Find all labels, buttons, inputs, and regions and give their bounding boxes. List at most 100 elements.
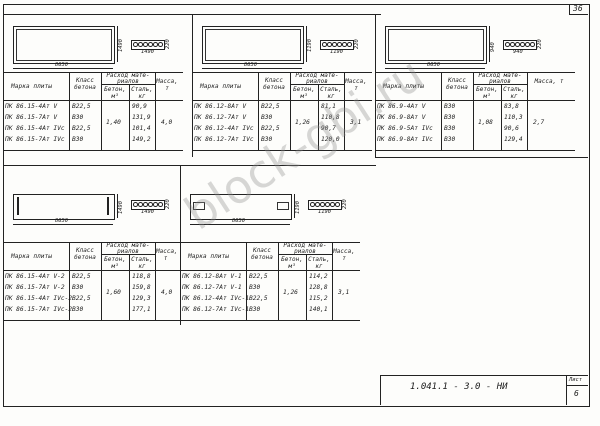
table-rule xyxy=(180,320,360,321)
length-dimension-line xyxy=(13,224,113,225)
void-icon xyxy=(520,42,525,47)
table-rule xyxy=(129,84,130,150)
table-rule xyxy=(3,150,183,151)
divider xyxy=(375,157,588,158)
section-height-dimension: 220 xyxy=(165,199,171,209)
row-steel: 110,8 xyxy=(321,114,340,121)
width-dimension: 940 xyxy=(490,42,496,52)
void-icon xyxy=(337,42,342,47)
void-icon xyxy=(143,42,148,47)
plate-end-mark xyxy=(17,197,19,215)
row-steel: 90,6 xyxy=(504,125,519,132)
row-mark: ПК 86.12-8Ат V xyxy=(194,103,247,110)
plate-outline xyxy=(385,26,487,64)
table-rule xyxy=(473,84,527,85)
void-icon xyxy=(515,42,520,47)
row-mark: ПК 86.15-4Ат IVс-2 xyxy=(5,295,73,302)
void-icon xyxy=(148,202,153,207)
row-steel: 140,1 xyxy=(309,306,328,313)
table-rule xyxy=(101,254,155,255)
table-rule xyxy=(101,84,155,85)
plate-end-mark xyxy=(107,197,109,215)
void-icon xyxy=(153,202,158,207)
sheet-label: Лист xyxy=(569,377,582,383)
void-icon xyxy=(158,202,163,207)
header-usage: Расход мате-риалов xyxy=(106,242,150,255)
length-dimension: 8650 xyxy=(244,62,257,68)
title-block-line xyxy=(566,385,588,386)
divider xyxy=(375,14,376,157)
header-usage: Расход мате-риалов xyxy=(478,72,522,85)
header-class: Класс бетона xyxy=(263,77,285,91)
header-concrete: Бетон, м³ xyxy=(293,86,315,100)
length-dimension: 8650 xyxy=(427,62,440,68)
table-rule xyxy=(332,242,333,320)
width-dimension-line xyxy=(117,194,118,218)
width-dimension-line xyxy=(489,26,490,62)
plate-mass: 3,1 xyxy=(350,119,362,126)
row-mark: ПК 86.15-7Ат IVс xyxy=(5,136,65,143)
header-steel: Сталь, кг xyxy=(131,256,153,270)
table-rule xyxy=(192,150,372,151)
section-width-dimension: 1490 xyxy=(141,209,154,215)
header-steel: Сталь, кг xyxy=(320,86,342,100)
table-rule xyxy=(441,72,442,150)
row-mark: ПК 86.15-4Ат V xyxy=(5,103,58,110)
table-rule xyxy=(290,72,291,150)
void-icon xyxy=(138,42,143,47)
table-rule xyxy=(129,254,130,320)
divider xyxy=(3,14,381,15)
row-steel: 149,2 xyxy=(132,136,151,143)
void-icon xyxy=(320,202,325,207)
row-class: В30 xyxy=(444,103,456,110)
divider xyxy=(3,165,376,166)
concrete-volume: 1,08 xyxy=(478,119,493,126)
table-rule xyxy=(290,84,344,85)
header-mark: Марка плиты xyxy=(200,83,241,90)
void-icon xyxy=(133,202,138,207)
header-mass: Масса, т xyxy=(156,248,178,262)
table-rule xyxy=(155,72,156,150)
length-dimension-line xyxy=(202,68,302,69)
void-icon xyxy=(342,42,347,47)
row-steel: 114,2 xyxy=(309,273,328,280)
void-icon xyxy=(133,42,138,47)
row-mark: ПК 86.15-7Ат V xyxy=(5,114,58,121)
table-rule xyxy=(246,242,247,320)
row-steel: 129,4 xyxy=(504,136,523,143)
row-class: В30 xyxy=(249,306,261,313)
void-icon xyxy=(335,202,340,207)
plate-mass: 4,0 xyxy=(161,119,173,126)
table-rule xyxy=(501,84,502,150)
title-block-line xyxy=(380,375,381,405)
page-number: 36 xyxy=(573,4,583,13)
plate-slot xyxy=(193,202,205,210)
row-mark: ПК 86.12-7Ат V-1 xyxy=(182,284,242,291)
void-icon xyxy=(315,202,320,207)
table-rule xyxy=(278,254,332,255)
header-steel: Сталь, кг xyxy=(308,256,330,270)
row-mark: ПК 86.15-7Ат IVс-2 xyxy=(5,306,73,313)
concrete-volume: 1,60 xyxy=(106,289,121,296)
row-mark: ПК 86.12-7Ат IVс-1 xyxy=(182,306,250,313)
concrete-volume: 1,26 xyxy=(295,119,310,126)
length-dimension: 8650 xyxy=(55,62,68,68)
width-dimension-line xyxy=(117,26,118,62)
row-steel: 90,9 xyxy=(132,103,147,110)
header-steel: Сталь, кг xyxy=(503,86,525,100)
void-icon xyxy=(153,42,158,47)
plate-outline xyxy=(13,26,115,64)
table-rule xyxy=(101,72,102,150)
header-steel: Сталь, кг xyxy=(131,86,153,100)
plate-outline xyxy=(202,26,304,64)
header-concrete: Бетон, м³ xyxy=(104,256,126,270)
void-icon xyxy=(510,42,515,47)
void-icon xyxy=(505,42,510,47)
sheet-number: 6 xyxy=(574,389,579,398)
width-dimension: 1490 xyxy=(118,39,124,52)
table-rule xyxy=(69,72,70,150)
row-steel: 129,3 xyxy=(132,295,151,302)
row-mark: ПК 86.9-8Ат V xyxy=(377,114,426,121)
section-width-dimension: 1490 xyxy=(141,49,154,55)
